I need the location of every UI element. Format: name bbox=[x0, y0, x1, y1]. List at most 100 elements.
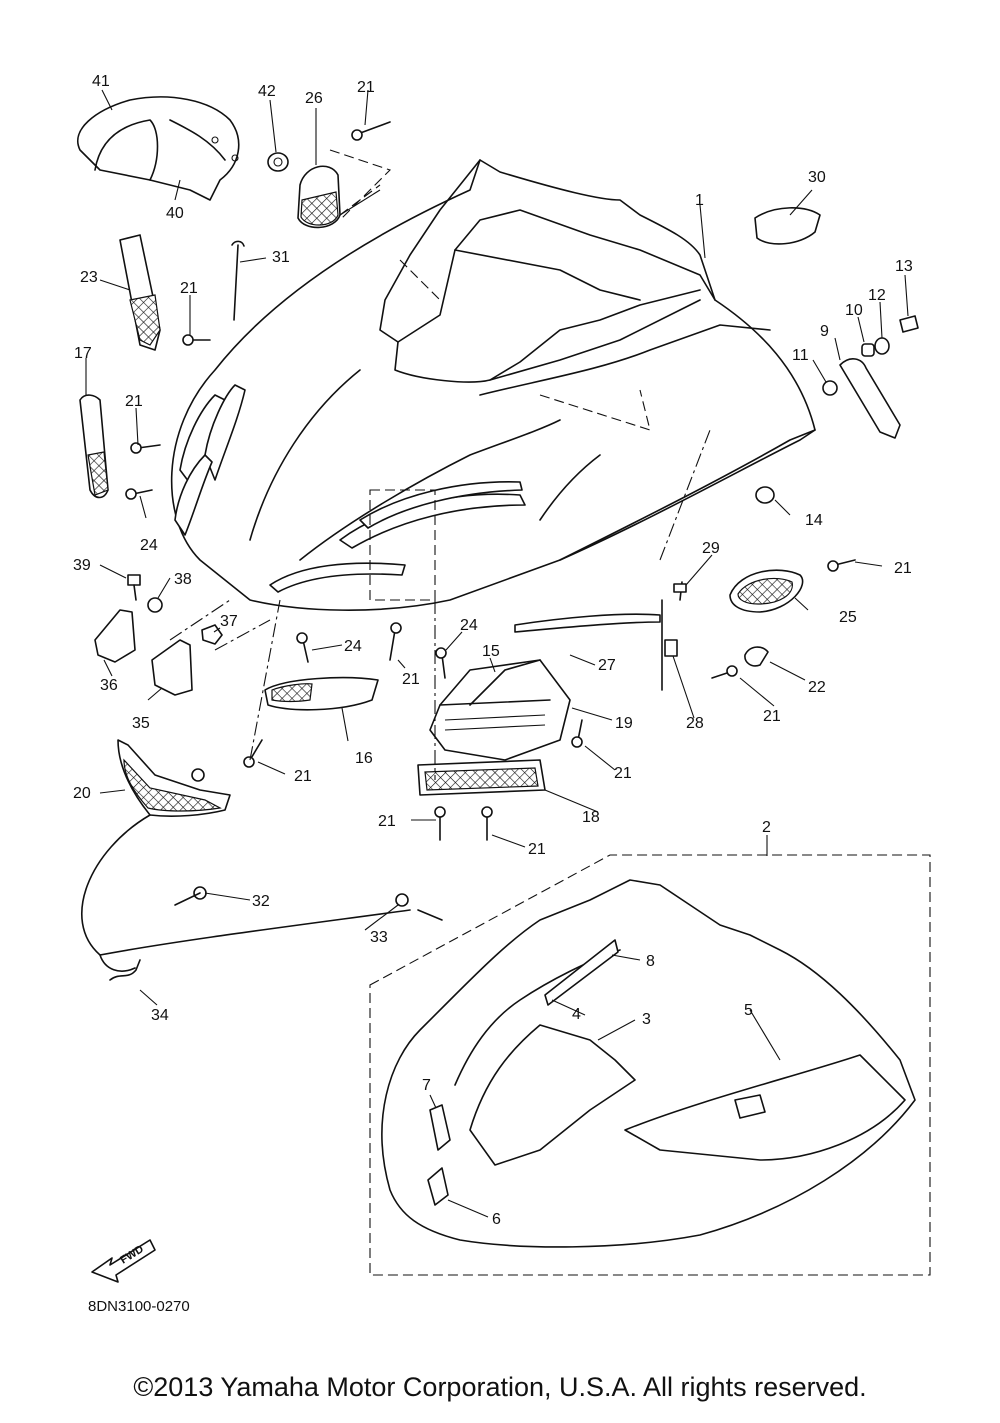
bushing-part-11 bbox=[822, 380, 838, 396]
callout-8: 8 bbox=[646, 953, 655, 970]
callout-21b: 21 bbox=[180, 280, 198, 297]
screen-part-23 bbox=[119, 234, 161, 351]
handle-part-9 bbox=[839, 358, 901, 439]
callout-19: 19 bbox=[615, 715, 633, 732]
callout-29: 29 bbox=[702, 540, 720, 557]
callout-42: 42 bbox=[258, 83, 276, 100]
callout-39: 39 bbox=[73, 557, 91, 574]
hood-part-1 bbox=[170, 159, 816, 611]
callout-6: 6 bbox=[492, 1211, 501, 1228]
callout-27: 27 bbox=[598, 657, 616, 674]
callout-22: 22 bbox=[808, 679, 826, 696]
grille-part-20 bbox=[117, 739, 231, 817]
callout-21e: 21 bbox=[402, 671, 420, 688]
rivet-part-21-c bbox=[130, 442, 161, 454]
callout-21i: 21 bbox=[378, 813, 396, 830]
callout-31: 31 bbox=[272, 249, 290, 266]
strap-part-31 bbox=[231, 240, 245, 321]
bolt-part-29 bbox=[673, 581, 687, 601]
callout-35: 35 bbox=[132, 715, 150, 732]
bolt-part-13 bbox=[899, 315, 919, 333]
callout-21j: 21 bbox=[528, 841, 546, 858]
subassembly-part-2 bbox=[369, 854, 931, 1276]
screw-part-39 bbox=[127, 574, 141, 601]
bracket-part-28 bbox=[664, 639, 678, 657]
hinge-part-35 bbox=[151, 639, 193, 696]
callout-17: 17 bbox=[74, 345, 92, 362]
vent-part-26 bbox=[297, 165, 341, 229]
rivet-part-21-i bbox=[434, 806, 446, 841]
callout-24: 24 bbox=[140, 537, 158, 554]
callout-21h: 21 bbox=[294, 768, 312, 785]
callout-41: 41 bbox=[92, 73, 110, 90]
rivet-part-21-top bbox=[351, 121, 391, 141]
rivet-part-24-c bbox=[435, 647, 447, 679]
cover-part-30 bbox=[754, 207, 821, 245]
callout-21f: 21 bbox=[763, 708, 781, 725]
callout-21c: 21 bbox=[125, 393, 143, 410]
callout-18: 18 bbox=[582, 809, 600, 826]
callout-33: 33 bbox=[370, 929, 388, 946]
callout-12: 12 bbox=[868, 287, 886, 304]
callout-40: 40 bbox=[166, 205, 184, 222]
callout-10: 10 bbox=[845, 302, 863, 319]
panel-part-15-19 bbox=[429, 659, 571, 761]
reference-code: 8DN3100-0270 bbox=[88, 1298, 190, 1315]
callout-30: 30 bbox=[808, 169, 826, 186]
callout-14: 14 bbox=[805, 512, 823, 529]
callout-28: 28 bbox=[686, 715, 704, 732]
washer-part-38 bbox=[147, 597, 163, 613]
callout-21g: 21 bbox=[614, 765, 632, 782]
rod-part-27 bbox=[514, 613, 661, 633]
shroud-part-40-41 bbox=[77, 96, 240, 201]
exploded-view: FWD 8DN3100-0270 41 42 26 21 40 30 1 13 … bbox=[73, 73, 931, 1315]
fwd-arrow-icon: FWD bbox=[91, 1239, 156, 1283]
callout-1: 1 bbox=[695, 192, 704, 209]
rivet-part-24-a bbox=[125, 488, 153, 500]
callout-20: 20 bbox=[73, 785, 91, 802]
callout-21d: 21 bbox=[894, 560, 912, 577]
callout-5: 5 bbox=[744, 1002, 753, 1019]
callout-24c: 24 bbox=[460, 617, 478, 634]
callout-21: 21 bbox=[357, 79, 375, 96]
callout-15: 15 bbox=[482, 643, 500, 660]
vent-part-25 bbox=[729, 569, 804, 613]
callout-7: 7 bbox=[422, 1077, 431, 1094]
nut-part-14 bbox=[755, 486, 775, 504]
rivet-part-21-d bbox=[827, 559, 856, 572]
rivet-part-21-e bbox=[711, 665, 738, 679]
grille-part-18 bbox=[417, 759, 546, 796]
vent-part-16 bbox=[264, 676, 379, 711]
rivet-part-21-f bbox=[389, 622, 402, 661]
callout-34: 34 bbox=[151, 1007, 169, 1024]
rivet-part-21-g bbox=[243, 739, 263, 768]
callout-25: 25 bbox=[839, 609, 857, 626]
callout-16: 16 bbox=[355, 750, 373, 767]
callouts: 41 42 26 21 40 30 1 13 12 10 9 11 23 31 … bbox=[73, 73, 913, 1228]
callout-32: 32 bbox=[252, 893, 270, 910]
nut-part-37 bbox=[201, 624, 223, 645]
clip-part-22 bbox=[744, 646, 769, 667]
callout-13: 13 bbox=[895, 258, 913, 275]
callout-4: 4 bbox=[572, 1006, 581, 1023]
washer-part-12 bbox=[874, 337, 890, 355]
rivet-part-24-b bbox=[296, 632, 309, 663]
rivet-part-21-b bbox=[182, 334, 211, 346]
callout-38: 38 bbox=[174, 571, 192, 588]
callout-9: 9 bbox=[820, 323, 829, 340]
bracket-part-17 bbox=[79, 394, 109, 499]
callout-24b: 24 bbox=[344, 638, 362, 655]
rivet-part-21-h bbox=[571, 719, 583, 748]
callout-37: 37 bbox=[220, 613, 238, 630]
collar-part-10 bbox=[861, 343, 875, 357]
callout-2: 2 bbox=[762, 819, 771, 836]
callout-23: 23 bbox=[80, 269, 98, 286]
leader-lines bbox=[85, 89, 909, 1218]
cable-part-32-34 bbox=[81, 814, 443, 981]
callout-36: 36 bbox=[100, 677, 118, 694]
copyright-notice: ©2013 Yamaha Motor Corporation, U.S.A. A… bbox=[133, 1372, 867, 1402]
callout-11: 11 bbox=[792, 347, 809, 364]
rivet-part-21-j bbox=[481, 806, 493, 841]
latch-part-36 bbox=[94, 609, 136, 663]
